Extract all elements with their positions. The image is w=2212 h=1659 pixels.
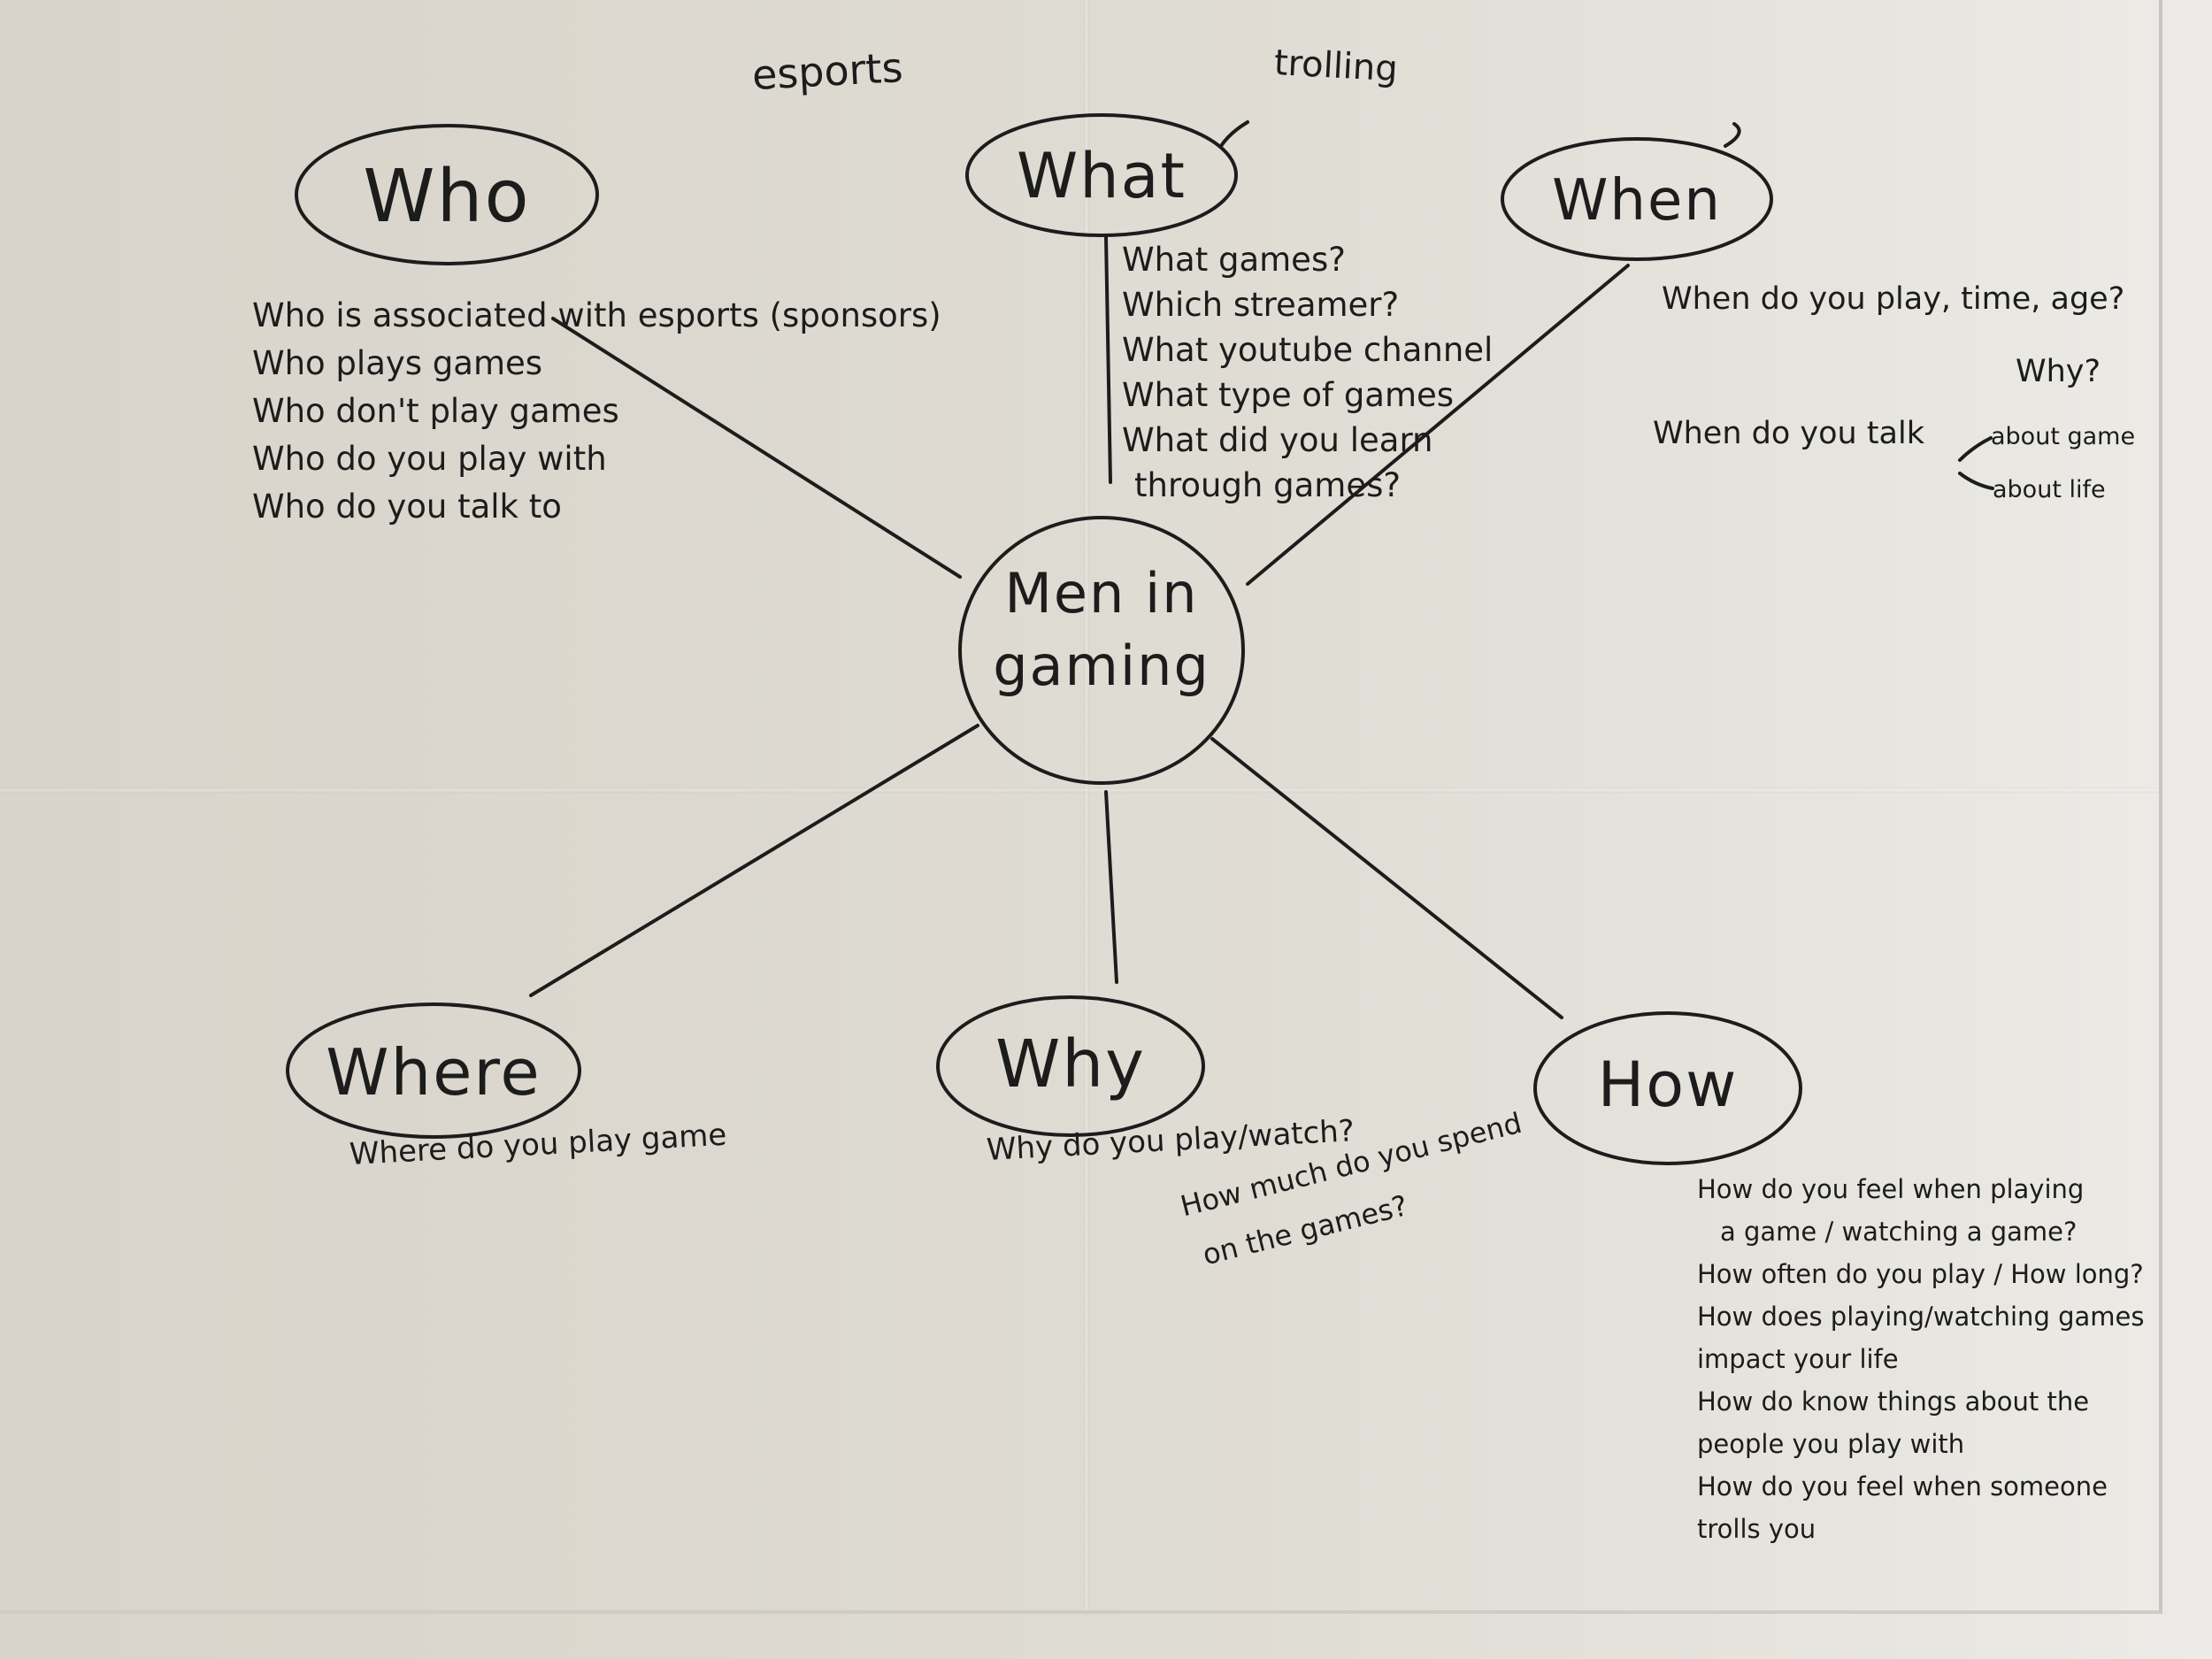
list-item: How do you feel when playing (1697, 1174, 2085, 1204)
when-talk-about-life: about life (1993, 476, 2106, 503)
oval-what (965, 113, 1238, 237)
list-item: What games? (1122, 241, 1346, 279)
oval-how (1533, 1011, 1802, 1165)
when-question-talk: When do you talk (1653, 416, 1924, 451)
list-item: Who plays games (252, 344, 543, 382)
when-talk-branch-bottom (1958, 472, 1994, 490)
connector-why (1104, 790, 1118, 984)
connector-where (529, 724, 979, 997)
node-label-who: Who (363, 155, 531, 239)
node-label-what: What (1017, 140, 1187, 212)
list-item: Who is associated with esports (sponsors… (252, 296, 941, 334)
list-item: How do know things about the (1697, 1386, 2090, 1417)
note-trolling: trolling (1272, 42, 1399, 90)
connector-when (1246, 264, 1630, 586)
when-talk-branch-top (1958, 436, 1993, 462)
circle-center (958, 516, 1245, 785)
oval-where (286, 1002, 581, 1139)
node-label-when: When (1552, 168, 1722, 234)
when-talk-about-game: about game (1991, 423, 2136, 450)
list-item: Who don't play games (252, 392, 619, 430)
center-title: Men in gaming (993, 561, 1210, 698)
oval-when (1501, 137, 1773, 261)
node-label-how: How (1597, 1048, 1739, 1121)
oval-what-tail (1219, 120, 1249, 148)
when-question-time: When do you play, time, age? (1662, 281, 2125, 317)
list-item: How does playing/watching games (1697, 1302, 2145, 1332)
list-item: impact your life (1697, 1344, 1899, 1374)
list-item: How often do you play / How long? (1697, 1259, 2144, 1289)
node-label-why: Why (995, 1026, 1146, 1102)
list-item: Who do you talk to (252, 488, 562, 526)
connector-how (1210, 737, 1563, 1019)
paper-edge (0, 0, 2162, 1614)
node-label-where: Where (326, 1035, 541, 1110)
fold-line-horizontal (0, 787, 2159, 793)
connector-who (551, 317, 962, 579)
list-item: Who do you play with (252, 440, 607, 478)
who-questions: Who is associated with esports (sponsors… (252, 292, 941, 531)
oval-when-tail (1724, 122, 1741, 148)
list-item: trolls you (1697, 1514, 1816, 1544)
how-questions: How do you feel when playing a game / wa… (1697, 1168, 2144, 1550)
list-item: What youtube channel (1122, 331, 1494, 369)
fold-line-vertical (1084, 0, 1089, 1610)
list-item: a game / watching a game? (1720, 1217, 2078, 1247)
connector-what (1104, 235, 1112, 484)
what-questions: What games? Which streamer? What youtube… (1122, 237, 1493, 508)
oval-why (936, 995, 1205, 1137)
oval-who (295, 124, 599, 265)
list-item: Which streamer? (1122, 286, 1400, 324)
list-item: through games? (1134, 466, 1402, 504)
list-item: people you play with (1697, 1429, 1965, 1459)
list-item: What type of games (1122, 376, 1455, 414)
list-item: How do you feel when someone (1697, 1471, 2108, 1502)
when-question-why: Why? (2016, 354, 2101, 389)
note-esports: esports (750, 43, 904, 99)
list-item: What did you learn (1122, 421, 1433, 459)
